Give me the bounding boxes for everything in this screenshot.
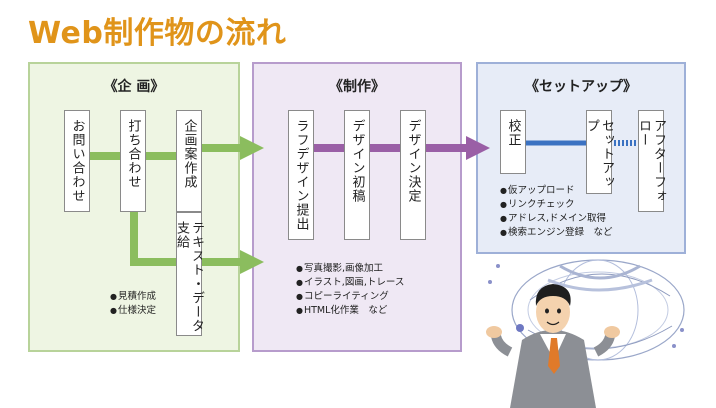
page-title: Web制作物の流れ <box>28 16 287 51</box>
setup-note: 検索エンジン登録 など <box>500 226 613 240</box>
planning-note: 見積作成 <box>110 290 156 304</box>
green-arrowheads <box>240 136 264 274</box>
step-inquiry: お問い合わせ <box>64 110 90 212</box>
step-rough-design-label: ラフデザイン提出 <box>293 119 309 231</box>
production-note: イラスト,図画,トレース <box>296 276 404 290</box>
step-proposal: 企画案作成 <box>176 110 202 212</box>
businessman-icon <box>486 284 620 408</box>
step-first-draft-label: デザイン初稿 <box>349 119 365 203</box>
step-rough-design: ラフデザイン提出 <box>288 110 314 240</box>
dotted-connector <box>614 140 636 146</box>
planning-heading: 《企 画》 <box>103 79 165 95</box>
production-note: HTML化作業 など <box>296 304 404 318</box>
production-note: 写真撮影,画像加工 <box>296 262 404 276</box>
production-notes: 写真撮影,画像加工 イラスト,図画,トレース コピーライティング HTML化作業… <box>296 262 404 318</box>
setup-note: リンクチェック <box>500 198 613 212</box>
step-setup: セットアップ <box>584 110 614 194</box>
purple-arrowhead <box>466 136 490 160</box>
setup-note: アドレス,ドメイン取得 <box>500 212 613 226</box>
step-after-follow: アフターフォロー <box>636 110 666 212</box>
planning-note: 仕様決定 <box>110 304 156 318</box>
step-proofreading-label: 校正 <box>505 119 521 147</box>
step-meeting-label: 打ち合わせ <box>125 119 141 189</box>
step-proofreading: 校正 <box>500 110 526 174</box>
step-inquiry-label: お問い合わせ <box>69 119 85 203</box>
arrow-meeting-to-supply <box>130 212 176 266</box>
production-heading: 《制作》 <box>329 79 385 95</box>
step-text-data-supply-label: テキスト・データ支給 <box>174 221 204 333</box>
green-arrows <box>90 144 244 266</box>
step-design-decision: デザイン決定 <box>400 110 426 240</box>
step-design-decision-label: デザイン決定 <box>405 119 421 203</box>
setup-notes: 仮アップロード リンクチェック アドレス,ドメイン取得 検索エンジン登録 など <box>500 184 613 240</box>
step-after-follow-label: アフターフォロー <box>636 119 666 203</box>
globe-network-icon <box>488 259 685 361</box>
step-setup-label: セットアップ <box>584 119 614 189</box>
setup-heading: 《セットアップ》 <box>525 79 637 95</box>
production-note: コピーライティング <box>296 290 404 304</box>
step-text-data-supply: テキスト・データ支給 <box>174 212 204 336</box>
step-proposal-label: 企画案作成 <box>181 119 197 189</box>
step-meeting: 打ち合わせ <box>120 110 146 212</box>
planning-notes: 見積作成 仕様決定 <box>110 290 156 318</box>
setup-note: 仮アップロード <box>500 184 613 198</box>
step-first-draft: デザイン初稿 <box>344 110 370 240</box>
